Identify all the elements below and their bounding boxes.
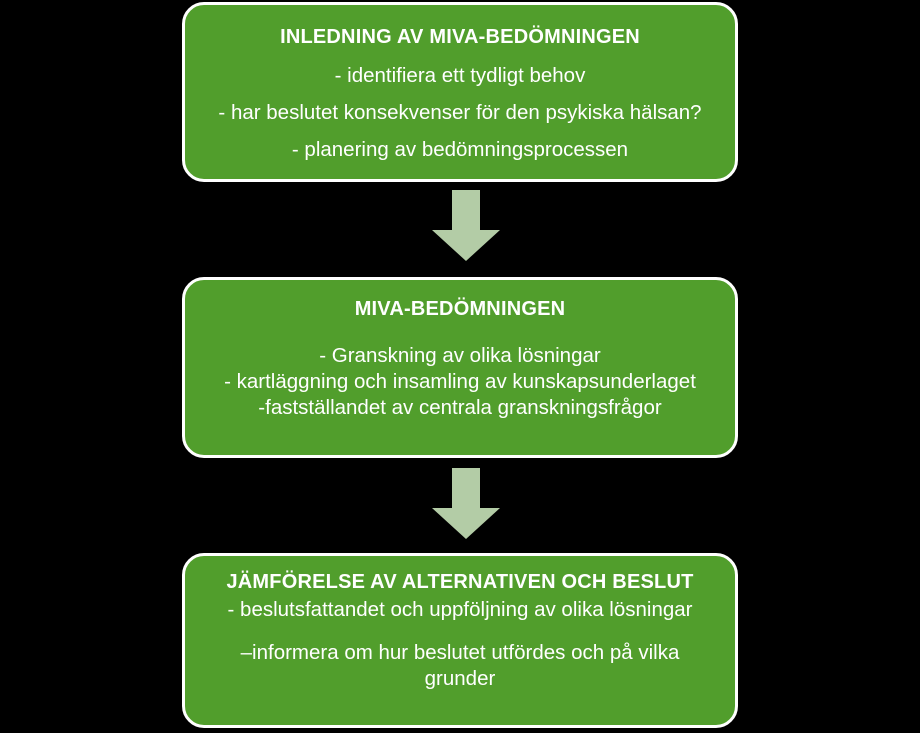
flow-node-1-line-1: - identifiera ett tydligt behov	[334, 64, 586, 87]
flow-node-jamforelse: JÄMFÖRELSE AV ALTERNATIVEN OCH BESLUT - …	[182, 553, 738, 728]
flow-node-1-line-2: - har beslutet konsekvenser för den psyk…	[218, 101, 702, 125]
flow-node-2-line-3: -fastställandet av centrala granskningsf…	[258, 396, 662, 420]
flow-node-3-line-1: - beslutsfattandet och uppföljning av ol…	[227, 598, 693, 621]
flow-node-1-line-3: - planering av bedömningsprocessen	[291, 138, 629, 162]
flow-node-2-line-1: - Granskning av olika lösningar	[319, 344, 601, 367]
flow-node-miva-bedomningen: MIVA-BEDÖMNINGEN - Granskning av olika l…	[182, 277, 738, 458]
flow-node-2-line-2: - kartläggning och insamling av kunskaps…	[224, 370, 696, 394]
flow-node-3-title: JÄMFÖRELSE AV ALTERNATIVEN OCH BESLUT	[226, 571, 694, 593]
arrow-down-icon	[430, 190, 502, 262]
flow-node-inledning: INLEDNING AV MIVA-BEDÖMNINGEN - identifi…	[182, 2, 738, 182]
flow-node-1-title: INLEDNING AV MIVA-BEDÖMNINGEN	[280, 26, 640, 48]
arrow-down-icon	[430, 468, 502, 540]
flow-node-2-title: MIVA-BEDÖMNINGEN	[354, 298, 566, 320]
flow-node-3-line-2: –informera om hur beslutet utfördes och …	[240, 641, 680, 690]
